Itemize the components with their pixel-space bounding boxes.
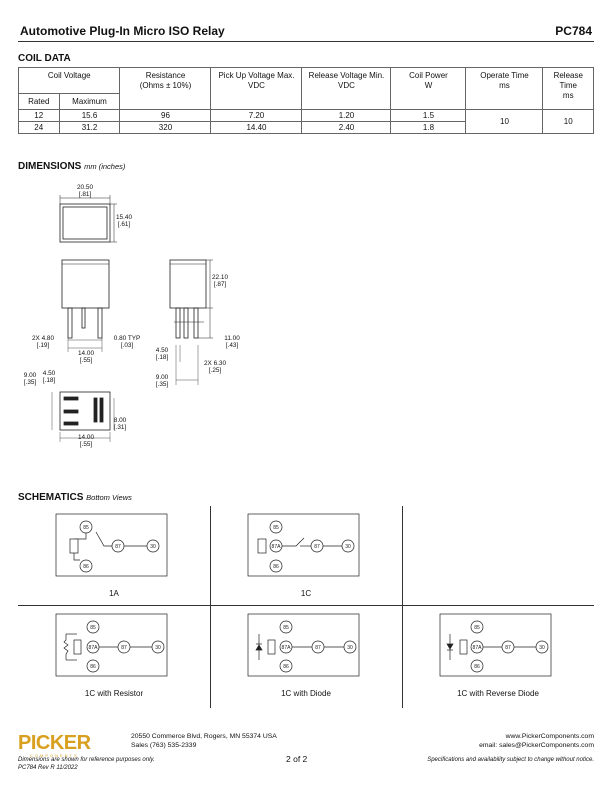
schematic-label-1c-reverse-diode: 1C with Reverse Diode: [457, 689, 539, 698]
dim-bottom-width: 14.00[.55]: [78, 434, 94, 448]
dim-body-height: 22.10[.87]: [212, 274, 228, 288]
top-view-inner: [62, 206, 108, 240]
dim-side-pin-spacing: 2X 6.30[.25]: [203, 360, 227, 374]
schematic-1a: 85 86 87 30: [55, 513, 168, 577]
logo-wordmark: PICKER: [18, 732, 91, 754]
picker-logo: PICKER COMPONENTS: [18, 733, 91, 758]
svg-text:87A: 87A: [473, 645, 483, 651]
dimensions-units: mm (inches): [84, 162, 126, 171]
document-title: Automotive Plug-In Micro ISO Relay: [20, 24, 225, 38]
front-pin-left: [67, 307, 73, 339]
svg-text:30: 30: [345, 544, 351, 550]
cell-release-time: 10: [542, 109, 594, 134]
header-resistance: Resistance (Ohms ± 10%): [119, 67, 212, 110]
footer-dimensions-note: Dimensions are shown for reference purpo…: [18, 757, 155, 763]
cell-operate-time: 10: [465, 109, 544, 134]
svg-text:87: 87: [314, 544, 320, 550]
dimension-drawings: [51, 195, 213, 442]
header-coil-power: Coil Power W: [390, 67, 467, 110]
side-pin-left: [175, 307, 181, 339]
svg-text:30: 30: [347, 645, 353, 651]
header-pickup-voltage: Pick Up Voltage Max. VDC: [210, 67, 303, 110]
front-pin-center: [81, 307, 86, 329]
cell-power: 1.8: [390, 121, 467, 134]
dim-pin-width: 2X 4.80[.19]: [31, 335, 55, 349]
dim-pin-spacing: 14.00[.55]: [78, 350, 94, 364]
header-divider: [18, 41, 594, 42]
svg-text:30: 30: [150, 544, 156, 550]
table-row: 12 15.6 96 7.20 1.20 1.5 10 10: [18, 109, 594, 134]
schematic-1c-resistor: 85 86 87A 87 30: [55, 613, 168, 677]
svg-text:87A: 87A: [282, 645, 292, 651]
top-view-outline: [59, 203, 111, 243]
svg-text:85: 85: [474, 625, 480, 631]
schematic-label-1c: 1C: [300, 589, 312, 598]
svg-text:87: 87: [505, 645, 511, 651]
footer-email[interactable]: email: sales@PickerComponents.com: [479, 742, 594, 749]
svg-text:85: 85: [90, 625, 96, 631]
schematic-label-1c-resistor: 1C with Resistor: [84, 689, 144, 698]
schematic-1c-diode: 85 86 87A 87 30: [247, 613, 360, 677]
dim-bottom-height: 9.00[.35]: [23, 372, 37, 386]
svg-text:87: 87: [115, 544, 121, 550]
schematic-label-1c-diode: 1C with Diode: [281, 689, 331, 698]
schematics-subtitle: Bottom Views: [86, 493, 132, 502]
logo-subtitle: COMPONENTS: [30, 753, 79, 758]
header-release-voltage: Release Voltage Min. VDC: [301, 67, 392, 110]
header-release-time: Release Time ms: [542, 67, 594, 110]
svg-text:87A: 87A: [272, 544, 282, 550]
bottom-view-outline: [59, 391, 111, 431]
dim-pin-thickness: 0.80 TYP[.03]: [113, 335, 141, 349]
svg-text:87A: 87A: [89, 645, 99, 651]
side-pin-mid: [183, 307, 189, 339]
part-number: PC784: [555, 24, 592, 38]
svg-text:86: 86: [474, 664, 480, 670]
side-pin-right: [193, 307, 199, 339]
svg-text:30: 30: [539, 645, 545, 651]
coil-data-heading: COIL DATA: [18, 53, 71, 64]
dimensions-heading: DIMENSIONS mm (inches): [18, 161, 125, 172]
header-coil-voltage: Coil Voltage: [17, 67, 121, 94]
footer-sales-phone: Sales (763) 535-2339: [131, 742, 197, 749]
schematic-grid-h: [18, 605, 594, 606]
schematic-1c-reverse-diode: 85 86 87A 87 30: [439, 613, 552, 677]
dimensions-title: DIMENSIONS: [18, 161, 82, 172]
schematics-title: SCHEMATICS: [18, 492, 84, 503]
cell-max: 31.2: [58, 121, 121, 134]
dim-top-height: 15.40[.61]: [116, 214, 132, 228]
svg-text:85: 85: [83, 525, 89, 531]
page-number: 2 of 2: [286, 754, 308, 764]
dim-bottom-pin-gap: 8.00[.31]: [113, 417, 127, 431]
schematic-grid-v2: [402, 506, 403, 708]
svg-text:85: 85: [273, 525, 279, 531]
dim-side-width: 9.00[.35]: [155, 374, 169, 388]
svg-text:87: 87: [315, 645, 321, 651]
svg-text:87: 87: [121, 645, 127, 651]
svg-text:30: 30: [155, 645, 161, 651]
dim-pin-length: 11.00[.43]: [224, 335, 240, 349]
dim-side-pin-offset: 4.50[.18]: [155, 347, 169, 361]
dim-bottom-offset: 4.50[.18]: [42, 370, 56, 384]
table-row: 24 31.2 320 14.40 2.40 1.8: [18, 121, 594, 134]
schematics-heading: SCHEMATICS Bottom Views: [18, 492, 132, 503]
coil-data-table: Coil Voltage Resistance (Ohms ± 10%) Pic…: [17, 67, 594, 134]
svg-text:85: 85: [283, 625, 289, 631]
footer-address: 20550 Commerce Blvd, Rogers, MN 55374 US…: [131, 733, 277, 740]
footer-website[interactable]: www.PickerComponents.com: [505, 733, 594, 740]
footer-revision: PC784 Rev R 11/2022: [18, 765, 78, 771]
svg-text:86: 86: [90, 664, 96, 670]
dim-top-width: 20.50[.81]: [77, 184, 93, 198]
front-view-body: [61, 259, 110, 309]
svg-text:86: 86: [283, 664, 289, 670]
svg-text:86: 86: [83, 564, 89, 570]
cell-release: 2.40: [301, 121, 392, 134]
schematic-label-1a: 1A: [109, 589, 119, 598]
schematic-1c: 85 86 87A 87 30: [247, 513, 360, 577]
schematic-grid-v1: [210, 506, 211, 708]
svg-text:86: 86: [273, 564, 279, 570]
front-pin-right: [97, 307, 103, 339]
footer-spec-note: Specifications and availability subject …: [427, 757, 594, 763]
